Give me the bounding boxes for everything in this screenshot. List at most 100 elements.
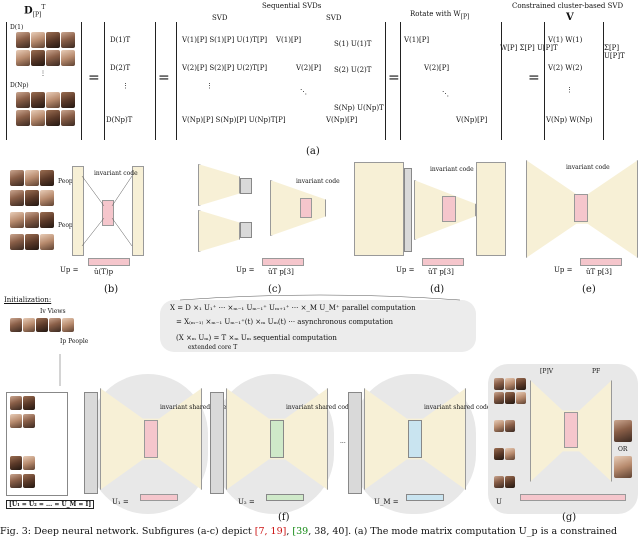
panel-g-label: (g): [562, 512, 577, 523]
face-photo: [25, 212, 39, 228]
face-photo: [494, 448, 504, 460]
face-photo: [10, 318, 22, 332]
face-photo: [614, 456, 632, 478]
face-photo: [62, 318, 74, 332]
face-photo: [10, 170, 24, 186]
row-vs2: V(2)[P] S(2)[P] U(2)T[P]: [182, 64, 268, 72]
init-label: Initialization:: [4, 296, 52, 304]
face-photo: [494, 476, 504, 488]
face-photo: [49, 318, 61, 332]
face-photo: [23, 396, 35, 410]
header-v: V: [566, 12, 574, 23]
panel-c-label: (c): [268, 284, 282, 295]
um-label: U_M =: [374, 498, 399, 506]
panel-a-v-block: [544, 22, 604, 140]
face-photo: [494, 392, 504, 404]
u1-label: U₁ =: [112, 498, 129, 506]
header-constrained: Constrained cluster-based SVD: [512, 2, 624, 10]
panel-f-label: (f): [278, 512, 290, 523]
face-photo: [494, 420, 504, 432]
figure-caption: Fig. 3: Deep neural network. Subfigures …: [0, 526, 618, 537]
face-photo: [40, 190, 54, 206]
face-photo: [505, 448, 515, 460]
invariant-label: invariant code: [94, 170, 138, 177]
face-photo: [46, 110, 60, 126]
equals-sign: =: [528, 70, 540, 86]
face-photo: [61, 50, 75, 66]
panel-a-d-col: [104, 22, 156, 140]
u2-label: U₂ =: [238, 498, 255, 506]
row-vsnp: V(Np)[P] S(Np)[P] U(Np)T[P]: [182, 116, 286, 124]
face-photo: [23, 414, 35, 428]
face-photo: [23, 474, 35, 488]
equation-3: (X ×ₘ Uₘ) = T ×ₘ Uₘ sequential computati…: [176, 334, 337, 342]
equals-sign: =: [388, 70, 400, 86]
face-photo: [46, 32, 60, 48]
face-photo: [31, 50, 45, 66]
face-photo: [10, 414, 22, 428]
row-d2: D(2)T: [110, 64, 131, 72]
face-photo: [31, 110, 45, 126]
sigma-u: Σ[P] U[P]T: [604, 44, 625, 60]
face-photo: [25, 234, 39, 250]
face-photo: [10, 212, 24, 228]
overbrace-label: extended core T: [188, 344, 238, 351]
face-photo: [516, 378, 526, 390]
face-photo: [46, 92, 60, 108]
face-photo: [16, 110, 30, 126]
header-svd1: SVD: [212, 14, 228, 22]
equals-sign: =: [88, 70, 100, 86]
panel-d-label: (d): [430, 284, 445, 295]
face-photo: [10, 474, 22, 488]
face-photo: [46, 50, 60, 66]
face-photo: [16, 50, 30, 66]
face-photo: [40, 170, 54, 186]
face-photo: [10, 234, 24, 250]
face-photo: [505, 378, 515, 390]
face-photo: [61, 110, 75, 126]
header-rotate: Rotate with W[P]: [410, 10, 470, 21]
panel-a-rot-block: [400, 22, 502, 140]
face-photo: [516, 392, 526, 404]
input-layer: [72, 166, 84, 256]
panel-a-d1-label: D(1): [10, 24, 24, 31]
face-photo: [25, 190, 39, 206]
u-init-eq: [U₁ = U₂ = ... = U_M = I]: [6, 500, 95, 509]
up-label: Up =: [60, 266, 79, 274]
panel-a-dnp-label: D(Np): [10, 82, 29, 89]
face-photo: [10, 396, 22, 410]
face-photo: [505, 476, 515, 488]
face-photo: [10, 190, 24, 206]
row-dnp: D(Np)T: [106, 116, 133, 124]
panel-e-label: (e): [582, 284, 596, 295]
equation-1: X = D ×₁ U₁⁺ ··· ×ₘ₋₁ Uₘ₋₁⁺ Uₘ₊₁⁺ ··· ×_…: [170, 304, 416, 312]
face-photo: [16, 92, 30, 108]
face-photo: [505, 420, 515, 432]
face-photo: [614, 420, 632, 442]
or-label: OR: [618, 446, 628, 453]
face-photo: [40, 212, 54, 228]
face-photo: [23, 456, 35, 470]
row-d1: D(1)T: [110, 36, 131, 44]
face-photo: [31, 92, 45, 108]
face-photo: [23, 318, 35, 332]
output-layer: [132, 166, 144, 256]
face-photo: [40, 234, 54, 250]
w-sigma-u: W[P] Σ[P] U[P]T: [500, 44, 558, 52]
equation-box: [160, 300, 476, 352]
face-photo: [61, 32, 75, 48]
panel-a-d-matrix: [6, 22, 82, 140]
face-photo: [36, 318, 48, 332]
face-photo: [61, 92, 75, 108]
panel-a-lhs: D[P]T: [24, 4, 46, 19]
face-photo: [10, 456, 22, 470]
face-photo: [31, 32, 45, 48]
face-photo: [505, 392, 515, 404]
face-photo: [25, 170, 39, 186]
header-svd2: SVD: [326, 14, 342, 22]
equation-2: = X₍ₘ₋₁₎ ×ₘ₋₁ Uₘ₋₁⁺(t) ×ₘ Uₘ(t) ··· asyn…: [176, 318, 394, 326]
row-vs1: V(1)[P] S(1)[P] U(1)T[P]: [182, 36, 268, 44]
panel-a-label: (a): [306, 146, 320, 157]
panel-b-label: (b): [104, 284, 119, 295]
